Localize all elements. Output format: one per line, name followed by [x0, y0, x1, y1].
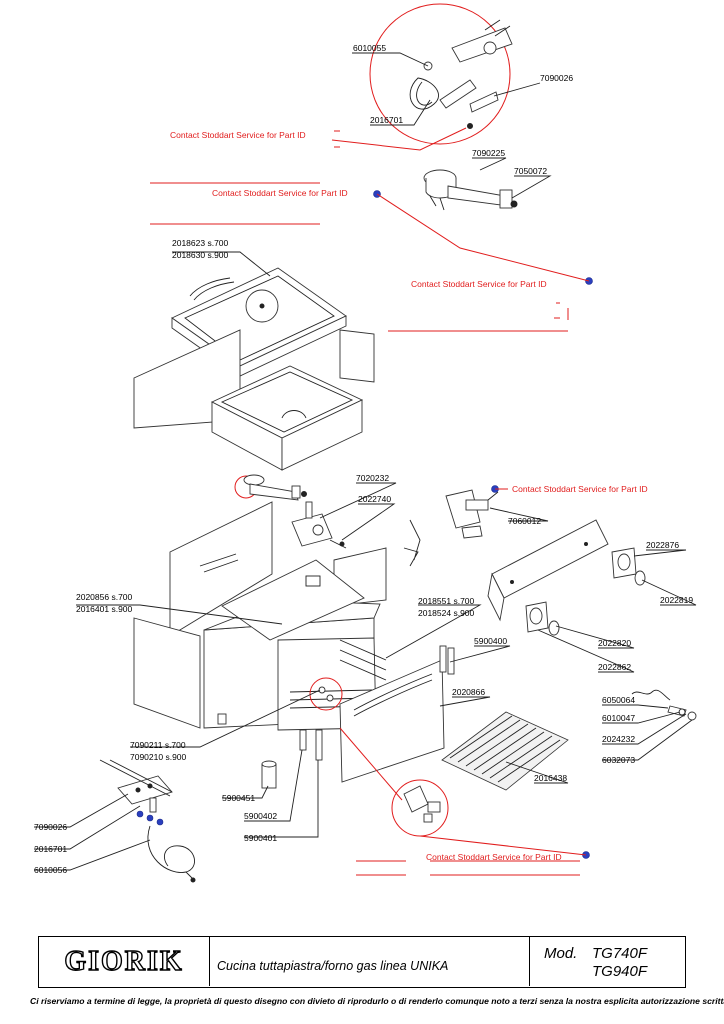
gas-valve: [403, 489, 499, 567]
thermostat-valve: [291, 501, 347, 549]
detail-circle-oven-valve: [309, 677, 449, 837]
part-number-labels: 6010055 7090026 2016701 7090225 7050072 …: [34, 43, 693, 875]
model-1: TG740F: [592, 945, 648, 962]
label-7090211: 7090211 s.700: [130, 740, 186, 750]
label-2016438: 2016438: [534, 773, 567, 783]
label-2018623: 2018623 s.700: [172, 238, 229, 248]
label-7090026-bottom: 7090026: [34, 822, 67, 832]
copyright-footer: Ci riserviamo a termine di legge, la pro…: [30, 996, 724, 1006]
label-6032073: 6032073: [602, 755, 635, 765]
contact-service-labels: Contact Stoddart Service for Part ID Con…: [170, 130, 648, 862]
label-2020856: 2020856 s.700: [76, 592, 133, 602]
label-5900400: 5900400: [474, 636, 507, 646]
drawing-description: Cucina tuttapiastra/forno gas linea UNIK…: [217, 959, 449, 973]
label-2016701-bottom: 2016701: [34, 844, 67, 854]
label-5900451: 5900451: [222, 793, 255, 803]
label-2022876: 2022876: [646, 540, 679, 550]
oven-burner: [234, 474, 307, 501]
label-6010055: 6010055: [353, 43, 386, 53]
label-5900402: 5900402: [244, 811, 277, 821]
logo-text: GIORIK: [64, 945, 184, 977]
label-2016701-top: 2016701: [370, 115, 403, 125]
oven-door: [339, 659, 445, 783]
label-2018524: 2018524 s.900: [418, 608, 475, 618]
oven-foot: [261, 760, 277, 789]
knob-set-right: [525, 547, 646, 636]
model-box: Mod. TG740F TG940F: [529, 937, 685, 986]
model-2: TG940F: [592, 963, 648, 980]
ignition-chain: [631, 689, 697, 721]
contact-label-1: Contact Stoddart Service for Part ID: [170, 130, 306, 140]
label-2022819: 2022819: [660, 595, 693, 605]
label-7090210: 7090210 s.900: [130, 752, 187, 762]
contact-label-5: Contact Stoddart Service for Part ID: [426, 852, 562, 862]
model-label: Mod.: [544, 945, 578, 962]
oven-rack: [441, 711, 569, 791]
contact-label-2: Contact Stoddart Service for Part ID: [212, 188, 348, 198]
label-6010047: 6010047: [602, 713, 635, 723]
contact-label-4: Contact Stoddart Service for Part ID: [512, 484, 648, 494]
giorik-logo: GIORIK: [39, 937, 210, 986]
label-7090225: 7090225: [472, 148, 505, 158]
label-7020232: 7020232: [356, 473, 389, 483]
label-2018551: 2018551 s.700: [418, 596, 475, 606]
label-7090026-top: 7090026: [540, 73, 573, 83]
label-6010056: 6010056: [34, 865, 67, 875]
red-callout-lines: [150, 127, 590, 876]
label-7050072: 7050072: [514, 166, 547, 176]
label-7060012: 7060012: [508, 516, 541, 526]
label-2022820: 2022820: [598, 638, 631, 648]
contact-label-3: Contact Stoddart Service for Part ID: [411, 279, 547, 289]
label-6050064: 6050064: [602, 695, 635, 705]
control-panel-rail: [487, 519, 609, 622]
leader-lines: [34, 52, 697, 871]
label-2022862: 2022862: [598, 662, 631, 672]
thermocouple-assembly: [117, 775, 196, 883]
title-block: GIORIK Cucina tuttapiastra/forno gas lin…: [38, 936, 686, 988]
label-2022740: 2022740: [358, 494, 391, 504]
griddle-tray: [210, 365, 364, 471]
burner-assembly-top: [423, 169, 518, 211]
label-2024232: 2024232: [602, 734, 635, 744]
label-2016401: 2016401 s.900: [76, 604, 133, 614]
label-2020866: 2020866: [452, 687, 485, 697]
label-5900401: 5900401: [244, 833, 277, 843]
label-2018630: 2018630 s.900: [172, 250, 229, 260]
